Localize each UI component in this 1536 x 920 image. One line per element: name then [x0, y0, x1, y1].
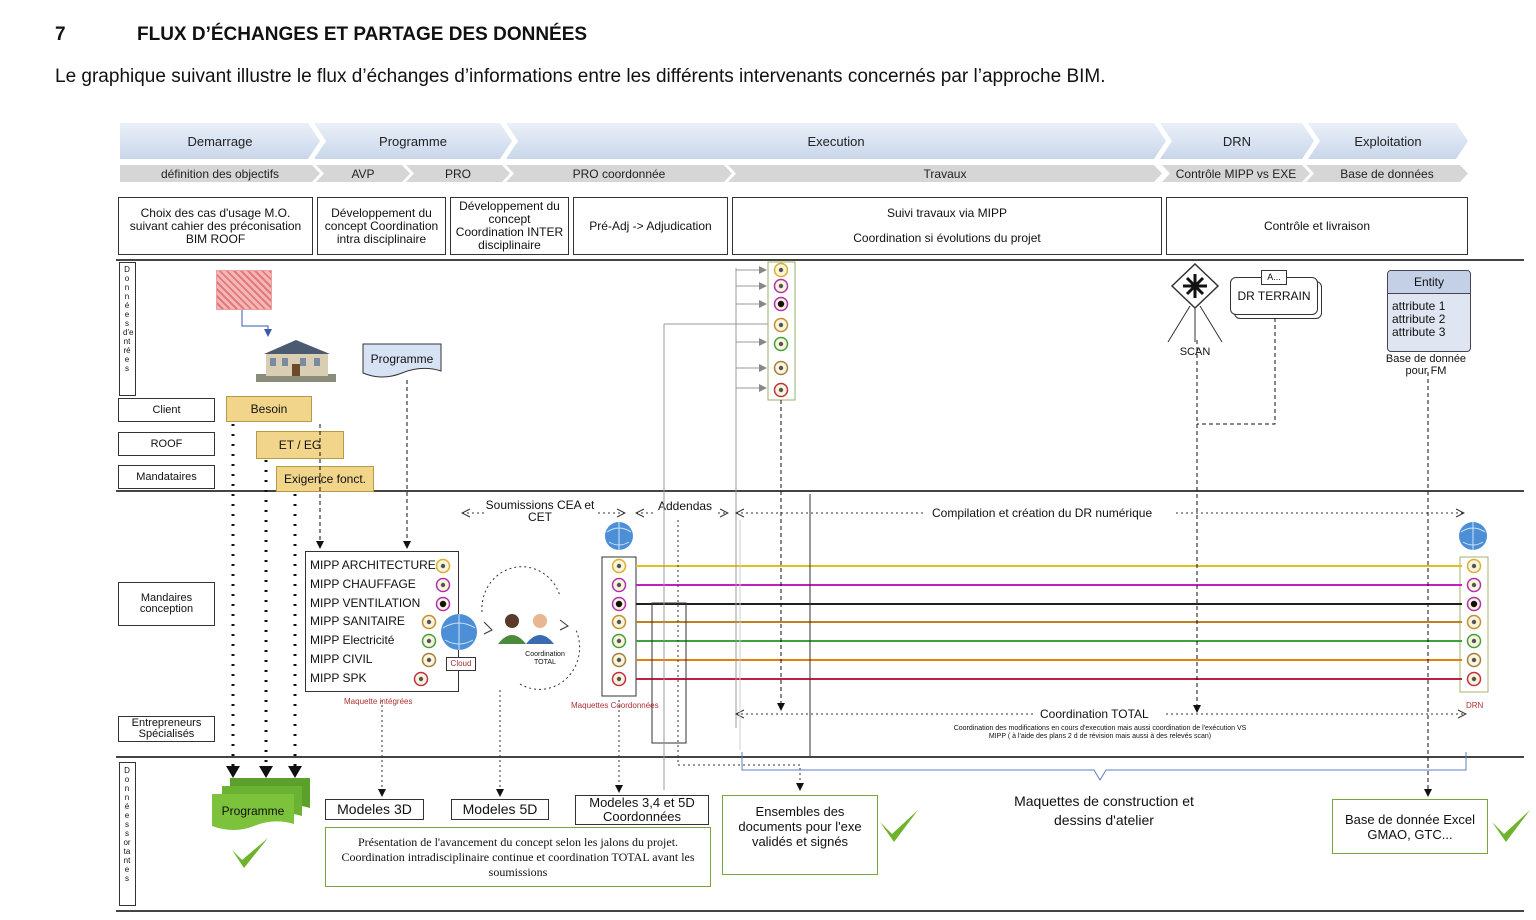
- subphase-objectifs: définition des objectifs: [120, 165, 320, 182]
- maquette-integrees-label: Maquette intégrées: [344, 697, 413, 706]
- coordination-note: Coordination des modifications en cours …: [953, 725, 1247, 740]
- desc-suivi-travaux: Suivi travaux via MIPP Coordination si é…: [732, 197, 1162, 255]
- coordination-total-small: Coordination TOTAL: [525, 651, 565, 666]
- intro-text: Le graphique suivant illustre le flux d’…: [55, 66, 1106, 87]
- mipp-civil: MIPP CIVIL: [310, 651, 373, 666]
- ensembles-box: Ensembles des documents pour l'exe valid…: [722, 795, 878, 875]
- programme-input-doc: Programme: [362, 343, 442, 379]
- desc-choix: Choix des cas d'usage M.O. suivant cahie…: [118, 197, 313, 255]
- outputs-side-frame: [119, 762, 136, 906]
- discipline-lines: [636, 565, 1462, 680]
- phase-exploitation: Exploitation: [1308, 123, 1468, 159]
- desc-adjudication: Pré-Adj -> Adjudication: [573, 197, 728, 255]
- coordination-total-label: Coordination TOTAL: [1036, 707, 1153, 721]
- entity-attr-2: attribute 2: [1392, 312, 1446, 326]
- subphase-pro-coordonnee: PRO coordonnée: [506, 165, 732, 182]
- lane-divider-bottom: [116, 756, 1524, 758]
- compilation-label: Compilation et création du DR numérique: [928, 506, 1157, 520]
- outputs-side-label: Données sortantes: [123, 766, 131, 883]
- subphase-pro: PRO: [406, 165, 510, 182]
- section-number: 7: [55, 24, 66, 45]
- presentation-box: Présentation de l'avancement du concept …: [325, 827, 711, 887]
- entity-attr-1: attribute 1: [1392, 299, 1446, 313]
- drawing-to-house-arrow: [241, 310, 272, 337]
- subphase-base-donnees: Base de données: [1306, 165, 1468, 182]
- role-entrepreneurs: Entrepreneurs Spécialisés: [118, 716, 215, 742]
- mipp-electricite: MIPP Electricité: [310, 633, 395, 648]
- soumissions-label: Soumissions CEA et CET: [484, 498, 596, 524]
- entity-box: Entity attribute 1 attribute 2 attribute…: [1387, 270, 1471, 352]
- phase-programme: Programme: [314, 123, 512, 159]
- scan-icon: SCAN: [1160, 262, 1230, 358]
- entity-caption: Base de donnée pour FM: [1385, 353, 1467, 377]
- scan-label: SCAN: [1179, 346, 1211, 358]
- addendas-label: Addendas: [656, 499, 715, 513]
- base-excel-box: Base de donnée Excel GMAO, GTC...: [1332, 799, 1488, 854]
- modeles-5d-box: Modeles 5D: [451, 799, 549, 820]
- tag-besoin: Besoin: [226, 396, 312, 422]
- programme-output-stack: [212, 778, 310, 830]
- cloud-label: Cloud: [446, 657, 476, 671]
- maquettes-coordonnees-label: Maquettes Coordonnées: [571, 701, 659, 710]
- mipp-sanitaire: MIPP SANITAIRE: [310, 614, 405, 629]
- modeles-345-box: Modeles 3,4 et 5D Coordonnées: [575, 795, 709, 825]
- tag-et-eg: ET / EG: [256, 431, 344, 459]
- tag-exigence: Exigence fonct.: [276, 466, 374, 492]
- mipp-architecture: MIPP ARCHITECTURE: [310, 558, 436, 572]
- desc-suivi-line1: Suivi travaux via MIPP: [886, 206, 1008, 220]
- mipp-chauffage: MIPP CHAUFFAGE: [310, 576, 416, 591]
- ensembles-label: Ensembles des documents pour l'exe valid…: [738, 804, 862, 849]
- mipp-ventilation: MIPP VENTILATION: [310, 595, 421, 610]
- inputs-side-frame: [119, 262, 136, 396]
- role-roof: ROOF: [118, 432, 215, 456]
- section-title: FLUX D’ÉCHANGES ET PARTAGE DES DONNÉES: [137, 24, 588, 45]
- desc-concept-inter: Développement du concept Coordination IN…: [450, 197, 569, 255]
- inputs-side-label: Données d'entrées: [123, 265, 134, 373]
- lane-divider-middle: [116, 490, 1524, 492]
- mipp-spk: MIPP SPK: [310, 670, 367, 685]
- desc-controle-livraison: Contrôle et livraison: [1166, 197, 1468, 255]
- subphase-travaux: Travaux: [728, 165, 1162, 182]
- role-conception: Mandaires conception: [118, 582, 215, 626]
- desc-suivi-line2: Coordination si évolutions du projet: [853, 231, 1041, 245]
- phase-drn: DRN: [1160, 123, 1314, 159]
- phase-execution: Execution: [506, 123, 1166, 159]
- subphase-avp: AVP: [316, 165, 410, 182]
- subphase-controle: Contrôle MIPP vs EXE: [1162, 165, 1310, 182]
- drn-small-label: DRN: [1466, 701, 1484, 710]
- entity-attr-3: attribute 3: [1392, 325, 1446, 339]
- entity-title: Entity: [1388, 271, 1470, 294]
- programme-output-label: Programme: [221, 804, 285, 818]
- section-heading: 7 FLUX D’ÉCHANGES ET PARTAGE DES DONNÉES: [55, 24, 587, 46]
- modeles-3d-box: Modeles 3D: [325, 799, 424, 820]
- lane-divider-top: [116, 259, 1524, 261]
- phase-demarrage: Demarrage: [120, 123, 320, 159]
- lane-divider-end: [116, 910, 1524, 912]
- programme-input-label: Programme: [370, 352, 434, 366]
- role-mandataires: Mandataires: [118, 465, 215, 489]
- dr-terrain-tab: A...: [1261, 270, 1287, 285]
- people-icon: [496, 612, 558, 644]
- plan-drawing-image: [216, 270, 272, 310]
- building-image: [256, 336, 336, 382]
- maquettes-construction-label: Maquettes de construction et dessins d'a…: [1014, 793, 1194, 828]
- role-client: Client: [118, 398, 215, 422]
- desc-concept-intra: Développement du concept Coordination in…: [317, 197, 446, 255]
